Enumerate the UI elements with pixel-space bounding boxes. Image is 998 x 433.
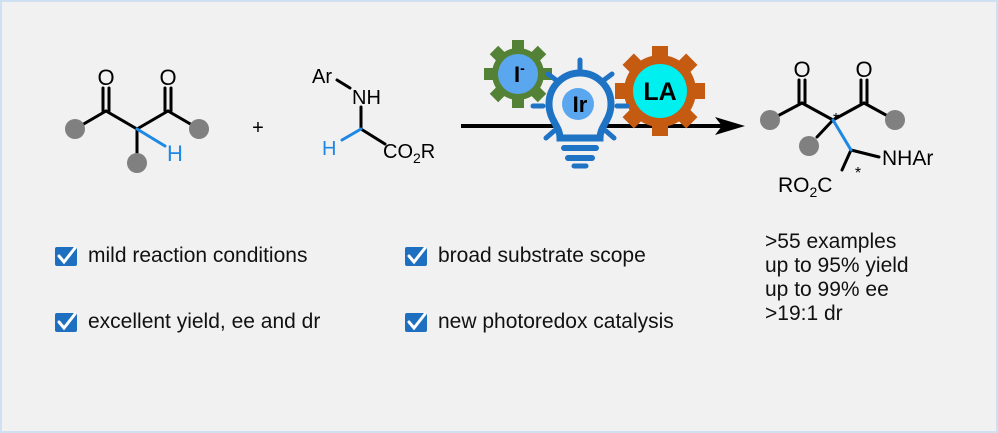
feature-item: broad substrate scope [404, 244, 646, 268]
highlight-ch-bond [135, 127, 167, 148]
bond [104, 109, 139, 131]
feature-item: mild reaction conditions [54, 244, 307, 268]
product-structure [768, 78, 897, 172]
lewis-acid-gear-icon [615, 46, 705, 136]
iridium-label: Ir [573, 92, 588, 117]
feature-label: mild reaction conditions [88, 244, 308, 267]
group-ro2c: RO2C [778, 174, 832, 200]
substituent-dot [65, 119, 85, 139]
lewis-acid-circle [633, 64, 687, 118]
checkbox-checked-icon [404, 245, 428, 267]
feature-item: excellent yield, ee and dr [54, 310, 320, 334]
stat-examples: >55 examples [765, 230, 897, 253]
atom-h-highlight: H [167, 141, 183, 166]
results-summary: >55 examples up to 95% yield up to 99% e… [765, 230, 909, 326]
stereocenter-star: * [855, 165, 861, 182]
highlight-ch-bond [340, 127, 363, 142]
checkbox-checked-icon [54, 311, 78, 333]
new-cc-bond [831, 118, 853, 152]
iridium-circle [562, 88, 594, 120]
stereocenter-star: * [833, 111, 839, 128]
atom-o-right: O [159, 65, 176, 90]
feature-label: excellent yield, ee and dr [88, 310, 321, 333]
atom-o-left: O [97, 65, 114, 90]
substituent-dot [885, 110, 905, 130]
atom-ar: Ar [312, 66, 332, 88]
bond [800, 101, 835, 122]
substituent-dot [760, 110, 780, 130]
bond [815, 118, 835, 139]
checkbox-checked-icon [54, 245, 78, 267]
substituent-dot [189, 119, 209, 139]
stat-ee: up to 99% ee [765, 278, 889, 301]
checkbox-checked-icon [404, 311, 428, 333]
feature-label: new photoredox catalysis [438, 310, 674, 333]
bond [335, 78, 352, 90]
atom-o-right: O [855, 57, 872, 82]
reactant-glycine-ester [335, 78, 387, 146]
bond [359, 127, 387, 146]
plus-sign: + [252, 117, 264, 139]
stat-yield: up to 95% yield [765, 254, 909, 277]
group-nhar: NHAr [882, 147, 933, 170]
bond [831, 101, 866, 122]
bond [840, 148, 853, 172]
substituent-dot [799, 136, 819, 156]
feature-label: broad substrate scope [438, 244, 646, 267]
atom-o-left: O [793, 57, 810, 82]
atom-h-highlight: H [322, 138, 336, 160]
reaction-arrow-head [715, 117, 745, 135]
group-co2r: CO2R [383, 141, 435, 166]
iodide-circle [498, 54, 538, 94]
atom-nh: NH [352, 87, 381, 109]
substituent-dot [127, 153, 147, 173]
bond [849, 148, 881, 159]
lewis-acid-label: LA [643, 78, 676, 106]
iodide-gear-icon [484, 40, 552, 108]
stat-dr: >19:1 dr [765, 302, 843, 325]
feature-item: new photoredox catalysis [404, 310, 674, 334]
bond [135, 109, 170, 131]
iodide-label: I- [514, 60, 525, 87]
